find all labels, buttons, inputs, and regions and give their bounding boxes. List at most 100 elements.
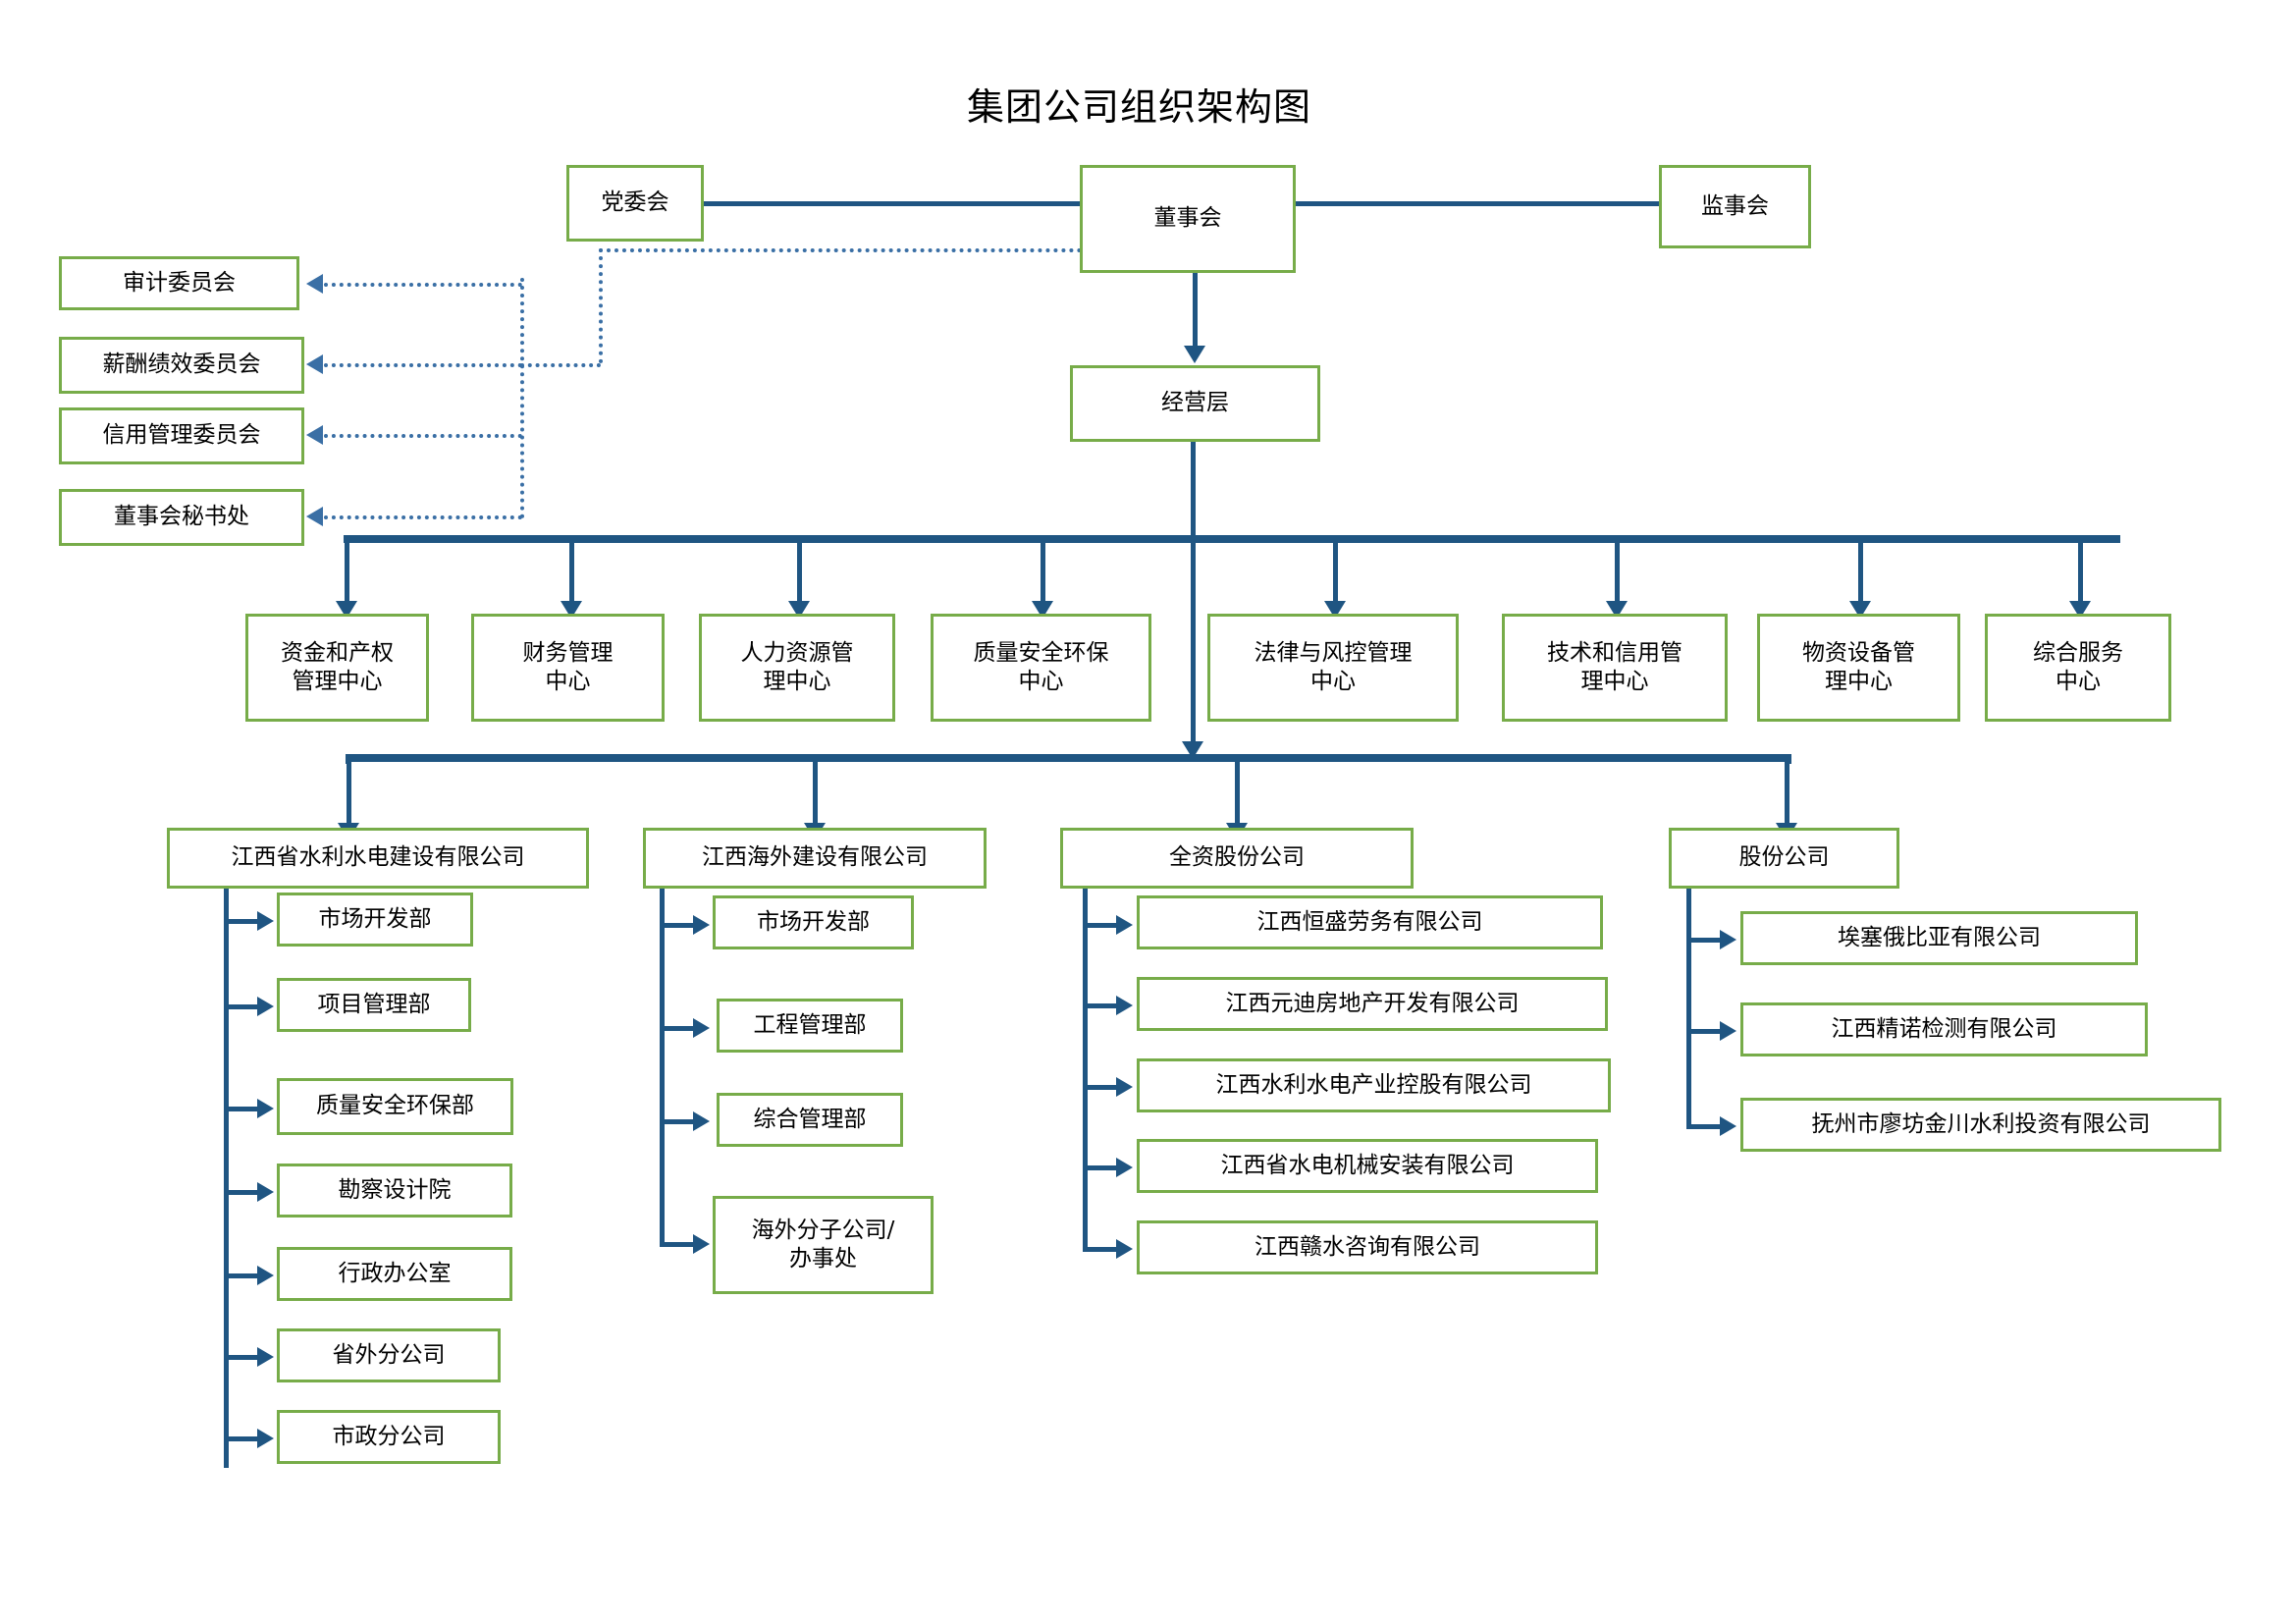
node-dept-1-1[interactable]: 工程管理部	[717, 999, 903, 1053]
branch-3-0	[1686, 938, 1728, 943]
node-board-of-directors[interactable]: 董事会	[1080, 165, 1296, 273]
drop-center-2	[797, 538, 802, 607]
connector-party-to-board	[704, 201, 1080, 206]
node-center-1[interactable]: 财务管理 中心	[471, 614, 665, 722]
node-center-3-line1: 质量安全环保	[973, 639, 1109, 666]
arrow-1-1	[693, 1018, 710, 1038]
node-committee-0[interactable]: 审计委员会	[59, 256, 299, 310]
dotted-board-trunk-vertical-a	[599, 248, 603, 363]
node-center-0-line2: 管理中心	[292, 669, 383, 694]
arrow-0-1	[257, 997, 274, 1016]
arrow-0-2	[257, 1099, 274, 1118]
dotted-branch-to-committee-3	[324, 515, 522, 519]
node-committee-1-label: 薪酬绩效委员会	[102, 352, 261, 378]
branch-0-0	[224, 919, 265, 924]
node-dept-3-2[interactable]: 抚州市廖坊金川水利投资有限公司	[1740, 1098, 2221, 1152]
node-dept-1-3[interactable]: 海外分子公司/ 办事处	[713, 1196, 934, 1294]
dotted-branch-to-committee-1b	[324, 363, 522, 367]
node-subsidiary-2-label: 全资股份公司	[1169, 844, 1305, 871]
node-center-6-line1: 物资设备管	[1802, 639, 1915, 666]
node-dept-3-1[interactable]: 江西精诺检测有限公司	[1740, 1002, 2148, 1056]
node-dept-1-2[interactable]: 综合管理部	[717, 1093, 903, 1147]
node-dept-3-0[interactable]: 埃塞俄比亚有限公司	[1740, 911, 2138, 965]
node-dept-2-4[interactable]: 江西赣水咨询有限公司	[1137, 1220, 1598, 1274]
centers-distribution-bus	[344, 535, 2120, 543]
node-dept-2-2-label: 江西水利水电产业控股有限公司	[1215, 1071, 1532, 1098]
spine-subsidiary-1	[660, 889, 665, 1247]
branch-0-5	[224, 1355, 265, 1360]
node-board-of-directors-label: 董事会	[1153, 205, 1222, 232]
node-dept-0-2-label: 质量安全环保部	[316, 1093, 474, 1119]
node-supervisory-board[interactable]: 监事会	[1659, 165, 1811, 248]
node-center-7-line1: 综合服务	[2033, 639, 2123, 666]
branch-0-1	[224, 1004, 265, 1009]
node-dept-2-3-label: 江西省水电机械安装有限公司	[1220, 1152, 1515, 1178]
node-committee-2[interactable]: 信用管理委员会	[59, 407, 304, 464]
dotted-board-trunk-top	[599, 248, 1082, 252]
node-center-6-line2: 理中心	[1825, 669, 1893, 694]
arrow-1-0	[693, 915, 710, 935]
node-dept-1-0-label: 市场开发部	[757, 908, 870, 935]
arrow-3-0	[1720, 930, 1736, 949]
node-committee-3[interactable]: 董事会秘书处	[59, 489, 304, 546]
node-dept-3-1-label: 江西精诺检测有限公司	[1831, 1015, 2057, 1042]
page-title: 集团公司组织架构图	[967, 85, 1312, 129]
node-dept-1-3-line2: 办事处	[789, 1246, 857, 1272]
connector-board-to-supervisory	[1296, 201, 1659, 206]
node-center-3[interactable]: 质量安全环保 中心	[931, 614, 1151, 722]
node-dept-1-3-line1: 海外分子公司/	[751, 1217, 895, 1243]
node-center-5-line1: 技术和信用管	[1547, 639, 1682, 666]
node-center-2[interactable]: 人力资源管 理中心	[699, 614, 895, 722]
drop-center-5	[1615, 538, 1620, 607]
branch-0-4	[224, 1273, 265, 1278]
node-dept-1-0[interactable]: 市场开发部	[713, 895, 914, 949]
node-subsidiary-2[interactable]: 全资股份公司	[1060, 828, 1414, 889]
subsidiary-distribution-bus	[346, 754, 1791, 762]
node-center-6[interactable]: 物资设备管 理中心	[1757, 614, 1960, 722]
branch-0-3	[224, 1190, 265, 1195]
node-dept-2-2[interactable]: 江西水利水电产业控股有限公司	[1137, 1058, 1611, 1112]
dotted-branch-to-committee-0	[324, 283, 522, 287]
node-party-committee[interactable]: 党委会	[566, 165, 704, 242]
node-center-0-line1: 资金和产权	[281, 639, 394, 666]
node-dept-0-1[interactable]: 项目管理部	[277, 978, 471, 1032]
drop-subsidiary-2	[1235, 758, 1240, 829]
node-management-layer[interactable]: 经营层	[1070, 365, 1320, 442]
arrow-2-1	[1116, 996, 1133, 1015]
node-center-4[interactable]: 法律与风控管理 中心	[1207, 614, 1459, 722]
node-center-7[interactable]: 综合服务 中心	[1985, 614, 2171, 722]
node-dept-2-0[interactable]: 江西恒盛劳务有限公司	[1137, 895, 1603, 949]
branch-3-2	[1686, 1124, 1728, 1129]
branch-1-1	[660, 1026, 701, 1031]
arrow-management-to-subsidiary-bus	[1182, 741, 1203, 759]
node-dept-2-1[interactable]: 江西元迪房地产开发有限公司	[1137, 977, 1608, 1031]
arrow-board-to-management	[1184, 346, 1205, 363]
dotted-branch-to-committee-2	[324, 434, 522, 438]
node-committee-1[interactable]: 薪酬绩效委员会	[59, 337, 304, 394]
arrow-0-0	[257, 911, 274, 931]
node-dept-0-5-label: 省外分公司	[332, 1341, 446, 1368]
branch-0-2	[224, 1107, 265, 1111]
arrow-2-2	[1116, 1077, 1133, 1097]
node-dept-3-2-label: 抚州市廖坊金川水利投资有限公司	[1811, 1110, 2151, 1137]
node-dept-0-2[interactable]: 质量安全环保部	[277, 1078, 513, 1135]
arrow-2-3	[1116, 1158, 1133, 1177]
node-dept-2-3[interactable]: 江西省水电机械安装有限公司	[1137, 1139, 1598, 1193]
node-dept-0-5[interactable]: 省外分公司	[277, 1328, 501, 1382]
node-dept-0-3[interactable]: 勘察设计院	[277, 1164, 512, 1218]
node-center-5-line2: 理中心	[1580, 669, 1649, 694]
arrow-3-2	[1720, 1116, 1736, 1136]
node-dept-0-4[interactable]: 行政办公室	[277, 1247, 512, 1301]
arrow-0-6	[257, 1429, 274, 1448]
node-subsidiary-0[interactable]: 江西省水利水电建设有限公司	[167, 828, 589, 889]
branch-2-2	[1083, 1085, 1124, 1090]
node-center-0[interactable]: 资金和产权 管理中心	[245, 614, 429, 722]
arrow-to-committee-2	[306, 425, 323, 445]
node-subsidiary-3[interactable]: 股份公司	[1669, 828, 1899, 889]
node-subsidiary-1[interactable]: 江西海外建设有限公司	[643, 828, 987, 889]
node-dept-0-0[interactable]: 市场开发部	[277, 893, 473, 947]
node-dept-1-1-label: 工程管理部	[753, 1011, 867, 1038]
node-dept-0-6[interactable]: 市政分公司	[277, 1410, 501, 1464]
node-center-5[interactable]: 技术和信用管 理中心	[1502, 614, 1728, 722]
branch-1-0	[660, 923, 701, 928]
